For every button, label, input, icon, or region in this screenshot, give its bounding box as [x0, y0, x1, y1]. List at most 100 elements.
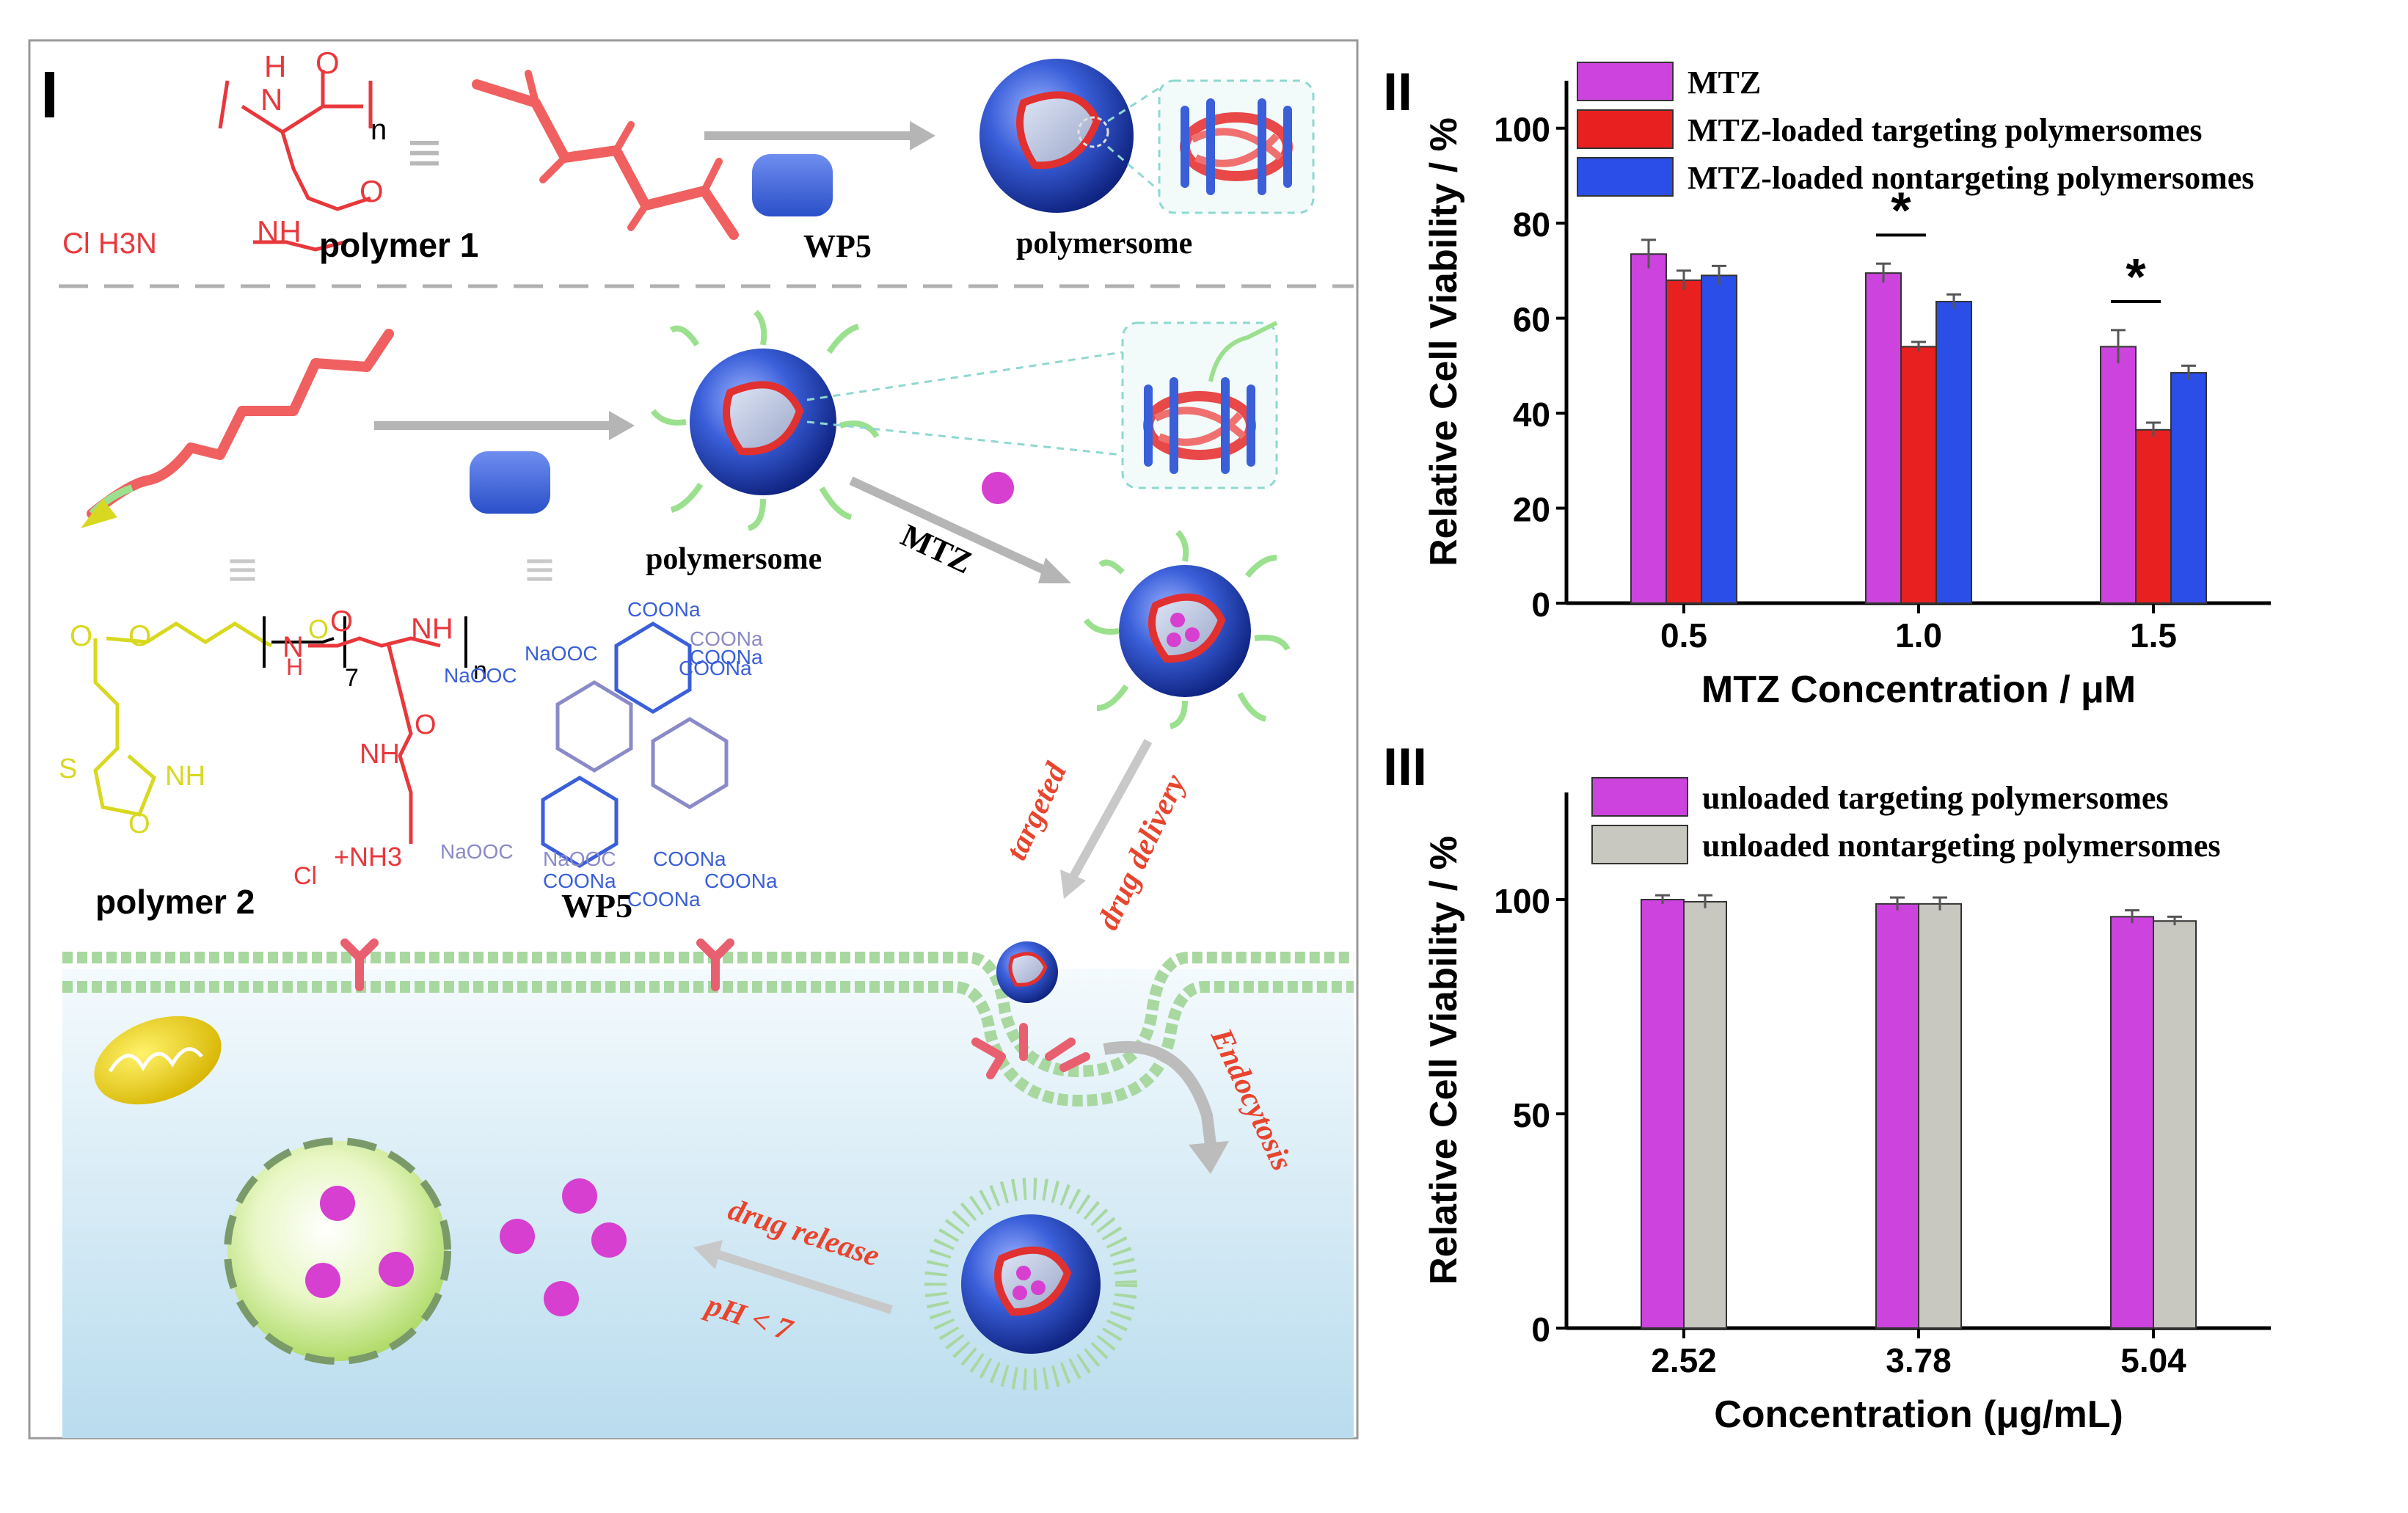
bar [2170, 372, 2207, 604]
legend-label: MTZ-loaded targeting polymersomes [1688, 112, 2202, 148]
bar [1641, 899, 1685, 1329]
chem-label: N [282, 631, 304, 663]
polymersome-middle-icon [650, 310, 880, 531]
y-tick-label: 50 [1513, 1096, 1550, 1134]
significance-star: * [1891, 181, 1911, 238]
y-tick-label: 80 [1513, 205, 1550, 244]
released-drug-icons [500, 1178, 627, 1316]
mitochondrion-icon [94, 1016, 222, 1105]
legend-label: unloaded nontargeting polymersomes [1702, 828, 2220, 864]
legend-swatch [1577, 157, 1674, 197]
wp5-structure [541, 621, 729, 868]
wp5-group: NaOOC [525, 642, 598, 665]
wp5-group: COONa [704, 869, 778, 892]
panel-label-II: II [1383, 63, 1412, 122]
chem-label: O [315, 45, 340, 80]
arrow-release [693, 1240, 893, 1314]
legend-label: MTZ-loaded nontargeting polymersomes [1688, 160, 2254, 196]
wp5-group: COONa [543, 869, 616, 892]
arrow-mtz [849, 476, 1071, 583]
y-axis-label: Relative Cell Viability / % [1423, 836, 1465, 1285]
chem-label: S [59, 754, 77, 784]
polymer-2-chain-icon [81, 329, 394, 528]
y-tick-label: 0 [1531, 1310, 1550, 1349]
polymer-1-structure [218, 70, 373, 252]
chem-label: 7 [345, 664, 359, 692]
wp5-group: NaOOC [543, 847, 616, 870]
bar [1665, 279, 1702, 604]
polymer-2-structure [93, 616, 467, 844]
y-tick-label: 100 [1494, 882, 1550, 920]
bar [1875, 903, 1919, 1329]
x-tick-label: 2.52 [1651, 1341, 1717, 1379]
bar [1701, 274, 1737, 604]
panel-label-III: III [1383, 738, 1427, 797]
zoom-box-middle [806, 321, 1278, 489]
wp5-group: COONa [627, 888, 701, 911]
legend-label: MTZ [1688, 65, 1761, 101]
targeted-label: targeted [999, 757, 1073, 865]
receptor-icons [340, 938, 1090, 1079]
x-axis-label: Concentration (μg/mL) [1714, 1393, 2123, 1436]
scheme-panel: I H N O n O NH Cl H3N polymer 1 ≡ WP5 [28, 39, 1359, 1440]
wp5-label: WP5 [803, 228, 872, 264]
arrow-top [704, 121, 935, 150]
chem-label: O [330, 605, 353, 638]
bound-polymersome-icon [996, 941, 1058, 1003]
polymersome-top-label: polymersome [1016, 227, 1192, 260]
chem-label: O [360, 174, 384, 208]
x-tick-label: 1.5 [2130, 616, 2177, 655]
chem-label: NH [257, 214, 302, 249]
endosome-icon [924, 1178, 1137, 1390]
x-tick-label: 0.5 [1660, 616, 1707, 655]
chem-label: NH [165, 761, 205, 792]
polymer-1-chain-icon [472, 70, 739, 240]
bar [2135, 429, 2172, 605]
zoom-box-top [1107, 79, 1315, 214]
equiv-symbol: ≡ [525, 541, 555, 598]
wp5-group: COONa [690, 627, 763, 650]
chem-label: +NH3 [334, 842, 402, 872]
chem-label: n [371, 114, 387, 146]
chem-label: O [128, 620, 151, 652]
mtz-drug-icon [982, 472, 1014, 504]
bar [2100, 346, 2137, 604]
wp5-icon [470, 451, 550, 514]
y-tick-label: 20 [1513, 491, 1550, 529]
legend-label: unloaded targeting polymersomes [1702, 780, 2169, 816]
wp5-groups: COONa COONa NaOOC COONa NaOOC COONa COON… [440, 598, 778, 911]
polymer-1-label: polymer 1 [319, 226, 478, 264]
drug-delivery-label: drug delivery [1091, 769, 1192, 935]
wp5-group: COONa [653, 847, 726, 870]
legend-swatch [1577, 62, 1674, 101]
x-axis-label: MTZ Concentration / μM [1701, 668, 2136, 711]
legend-swatch [1591, 777, 1688, 817]
bar [2153, 920, 2197, 1329]
legend-swatch [1577, 109, 1674, 149]
polymersome-middle-label: polymersome [646, 542, 822, 576]
wp5-group: NaOOC [444, 664, 517, 687]
chem-label: N [260, 82, 282, 117]
cell-membrane [62, 952, 1354, 1107]
polymer-2-label: polymer 2 [95, 883, 255, 921]
arrow-endocytosis-head [1189, 1141, 1229, 1174]
arrow-middle [374, 411, 635, 440]
bar [1918, 903, 1962, 1329]
chem-label: O [308, 614, 329, 644]
y-tick-label: 0 [1531, 586, 1550, 624]
wp5-bottom-label: WP5 [561, 887, 632, 925]
arrow-endocytosis [1103, 1040, 1216, 1145]
bar [1630, 253, 1667, 604]
mtz-label: MTZ [896, 517, 978, 581]
arrow-delivery [1060, 739, 1153, 899]
wp5-group: COONa [690, 646, 763, 668]
loaded-polymersome-icon [1083, 530, 1291, 729]
x-tick-label: 1.0 [1895, 616, 1942, 655]
x-tick-label: 3.78 [1886, 1341, 1952, 1379]
significance-star: * [2126, 248, 2146, 305]
chem-label: O [70, 620, 92, 652]
chem-label: Cl H3N [62, 227, 157, 260]
